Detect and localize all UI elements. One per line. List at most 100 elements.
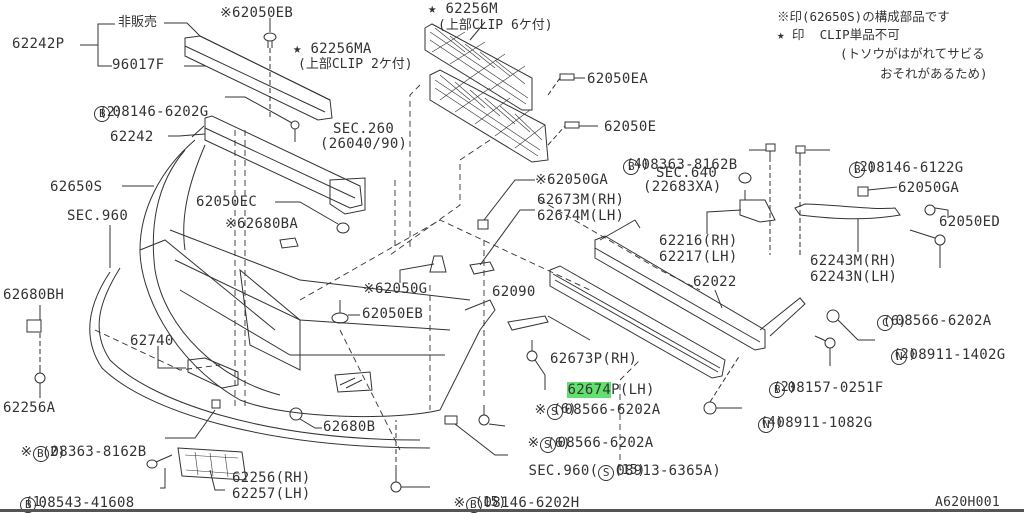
part-number: 08913-6365A) xyxy=(616,463,722,479)
nut-symbol: N xyxy=(758,417,775,433)
legend-note-4: おそれがあるため) xyxy=(880,66,988,81)
clip-62680ba xyxy=(280,238,298,248)
part-label-62673p: 62673P(RH) xyxy=(550,351,638,367)
highlighted-part-number: 62674 xyxy=(567,382,612,398)
part-label-sec960-left: SEC.960 xyxy=(67,208,129,224)
grille-62256m xyxy=(425,22,532,110)
note-62256m: (上部CLIP 6ケ付) xyxy=(438,18,553,33)
part-label-62050ga-mid: ※62050GA xyxy=(535,172,609,188)
clip-62050ec xyxy=(275,202,349,233)
mark-symbol: ※ xyxy=(527,435,540,451)
clip-62050e xyxy=(548,122,598,145)
lower-lip-sec960 xyxy=(90,225,430,448)
part-label-62050e: 62050E xyxy=(604,119,657,135)
clip-62050eb xyxy=(332,300,360,323)
mark-symbol: ※ xyxy=(453,495,466,511)
part-label-sec260: SEC.260 xyxy=(333,121,395,137)
screw-symbol: S xyxy=(539,437,556,453)
part-number: 08363-8162B xyxy=(641,157,738,173)
part-label-62256: 62256(RH) xyxy=(232,470,311,486)
part-number: 08543-41608 xyxy=(38,495,135,511)
section-ref: SEC.960( xyxy=(528,463,599,479)
part-label-62243n: 62243N(LH) xyxy=(810,269,898,285)
part-number: 08146-6202H xyxy=(483,495,580,511)
bracket-62242p-leader xyxy=(80,22,120,72)
part-number: 08911-1402G xyxy=(909,347,1006,363)
leader-not-for-sale xyxy=(162,22,202,42)
nut-62680b xyxy=(290,408,322,428)
part-number: 08566-6202A xyxy=(895,313,992,329)
part-label-62680ba: ※62680BA xyxy=(225,216,299,232)
bolt-08566-6202a-lower xyxy=(479,405,505,426)
qty-08913-6365a: (15) xyxy=(614,463,646,478)
screw-08543-41608 xyxy=(147,455,172,488)
part-number: 08911-1082G xyxy=(776,415,873,431)
qty-08363-8162b-right: (4) xyxy=(626,157,650,172)
energy-absorber-62090 xyxy=(550,266,725,378)
part-number: 08146-6122G xyxy=(867,160,964,176)
legend-note-3: (トソウがはがれてサビる xyxy=(840,46,985,61)
bracket-62216 xyxy=(739,173,775,222)
qty-08566-6202a-screw-1: (6) xyxy=(553,402,577,417)
screw-symbol: S xyxy=(546,404,563,420)
bumper-fascia-62650s xyxy=(140,140,495,417)
part-number: 08566-6202A xyxy=(557,435,654,451)
fog-grille-62256 xyxy=(178,448,246,490)
qty-08363-8162b-left: (2) xyxy=(42,445,66,460)
bolt-08157-0251f xyxy=(815,336,835,366)
clip-62050ga-right xyxy=(858,187,897,196)
clip-62050eb-top xyxy=(264,18,276,120)
qty-08157-0251f: (2) xyxy=(773,380,797,395)
bolt-symbol: B xyxy=(769,382,786,398)
qty-08146-6202h: (15) xyxy=(475,495,507,510)
bracket-62673m xyxy=(470,210,535,274)
part-label-62256m: ★ 62256M xyxy=(428,1,498,17)
grille-62256ma xyxy=(430,70,548,162)
qty-08146-6122g: (2) xyxy=(852,160,876,175)
clip-62050ga-mid xyxy=(478,180,535,229)
part-label-62090: 62090 xyxy=(492,284,536,300)
part-label-62680bh: 62680BH xyxy=(3,287,65,303)
assembly-guides xyxy=(95,85,700,470)
screw-symbol: S xyxy=(598,465,615,481)
part-label-62217: 62217(LH) xyxy=(659,249,738,265)
part-number: 08146-6202G xyxy=(112,104,209,120)
bracket-62740 xyxy=(158,346,238,388)
part-label-62050eb: 62050EB xyxy=(362,306,424,322)
part-label-sec260-ref: (26040/90) xyxy=(320,136,408,152)
part-label-62050ec: 62050EC xyxy=(196,194,258,210)
qty-08911-1402g: (2) xyxy=(893,347,917,362)
bolt-08146-6122g xyxy=(796,146,830,255)
qty-08566-6202a-clip: (6) xyxy=(883,314,907,329)
bolt-08363-8162b-right xyxy=(766,144,775,255)
legend-note-2: ★ 印 CLIP単品不可 xyxy=(777,27,900,42)
part-label-62650s: 62650S xyxy=(50,179,103,195)
part-label-62216: 62216(RH) xyxy=(659,233,738,249)
part-number: 08157-0251F xyxy=(787,380,884,396)
nut-symbol: N xyxy=(891,349,908,365)
part-label-96017f: 96017F xyxy=(112,57,165,73)
part-suffix: P(LH) xyxy=(611,382,655,398)
clip-sec960-bottom xyxy=(445,416,508,455)
clip-62050ea xyxy=(548,74,585,95)
nut-08911-1402g xyxy=(827,310,875,340)
part-label-62680b: 62680B xyxy=(323,419,376,435)
part-label-sec640: SEC.640 xyxy=(656,165,718,181)
bracket-62243m xyxy=(795,204,900,219)
clip-62680bh xyxy=(27,305,41,365)
part-label-62050g: ※62050G xyxy=(363,281,428,297)
bolt-08566-6202a-mid xyxy=(527,340,545,390)
mark-symbol: ※ xyxy=(534,402,547,418)
leader-62242 xyxy=(167,133,207,147)
nut-08911-1082g xyxy=(704,355,742,414)
legend-note-1: ※印(62650S)の構成部品です xyxy=(777,9,950,24)
part-label-not-for-sale: 非販売 xyxy=(118,15,158,30)
